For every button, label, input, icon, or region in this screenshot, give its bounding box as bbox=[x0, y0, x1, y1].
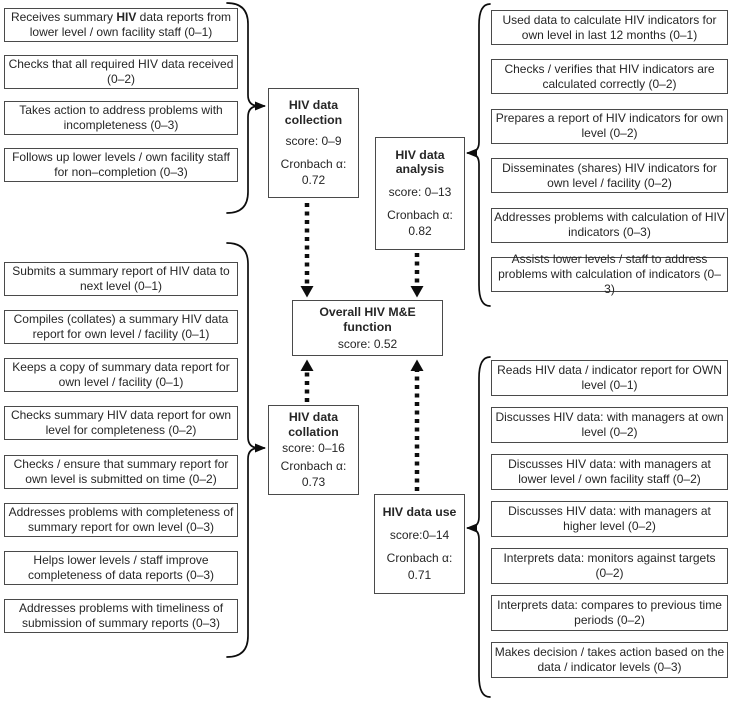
collation-item-7: Helps lower levels / staff improve compl… bbox=[4, 550, 238, 585]
hiv-data-use-box: HIV data use score:0–14 Cronbach α: 0.71 bbox=[374, 494, 465, 594]
use-items-group: Reads HIV data / indicator report for OW… bbox=[491, 360, 728, 678]
analysis-title: HIV data analysis bbox=[395, 147, 445, 177]
use-item-4: Discusses HIV data: with managers at hig… bbox=[491, 501, 728, 537]
overall-title: Overall HIV M&E function bbox=[319, 305, 416, 334]
collation-score: score: 0–16 bbox=[282, 441, 345, 456]
collection-cronbach: Cronbach α: 0.72 bbox=[281, 156, 347, 188]
analysis-items-group: Used data to calculate HIV indicators fo… bbox=[491, 10, 728, 296]
use-title: HIV data use bbox=[382, 505, 457, 520]
collection-score: score: 0–9 bbox=[285, 134, 342, 149]
collation-title: HIV data collation bbox=[288, 409, 339, 439]
collation-cronbach: Cronbach α: 0.73 bbox=[281, 458, 347, 490]
collation-item-5: Checks / ensure that summary report for … bbox=[4, 454, 238, 489]
analysis-item-1: Used data to calculate HIV indicators fo… bbox=[491, 10, 728, 45]
arrow-collection-to-overall bbox=[300, 203, 314, 298]
collation-item-4: Checks summary HIV data report for own l… bbox=[4, 406, 238, 441]
arrow-analysis-to-overall bbox=[410, 253, 424, 298]
overall-hiv-me-function-box: Overall HIV M&E function score: 0.52 bbox=[292, 300, 443, 356]
collection-item-1: Receives summary HIV data reports from l… bbox=[4, 8, 238, 42]
collection-cronbach-label: Cronbach α: bbox=[280, 156, 347, 171]
analysis-cronbach-label: Cronbach α: bbox=[387, 207, 453, 222]
collection-item-3: Takes action to address problems with in… bbox=[4, 101, 238, 136]
hiv-data-analysis-box: HIV data analysis score: 0–13 Cronbach α… bbox=[375, 137, 465, 250]
use-score: score:0–14 bbox=[389, 527, 450, 542]
use-cronbach: Cronbach α: 0.71 bbox=[387, 550, 453, 582]
hiv-data-collation-box: HIV data collation score: 0–16 Cronbach … bbox=[268, 405, 359, 495]
use-item-3: Discusses HIV data: with managers at low… bbox=[491, 454, 728, 490]
use-item-1: Reads HIV data / indicator report for OW… bbox=[491, 360, 728, 396]
use-item-6: Interprets data: compares to previous ti… bbox=[491, 595, 728, 631]
collation-cronbach-value: 0.73 bbox=[301, 474, 326, 489]
use-item-5: Interprets data: monitors against target… bbox=[491, 548, 728, 584]
analysis-item-6: Assists lower levels / staff to address … bbox=[491, 252, 728, 296]
analysis-item-2: Checks / verifies that HIV indicators ar… bbox=[491, 59, 728, 95]
collation-item-8: Addresses problems with timeliness of su… bbox=[4, 598, 238, 633]
use-cronbach-label: Cronbach α: bbox=[386, 551, 453, 566]
brace-use-group bbox=[467, 356, 491, 698]
use-cronbach-value: 0.71 bbox=[407, 567, 432, 582]
analysis-score: score: 0–13 bbox=[388, 184, 452, 199]
collation-item-3: Keeps a copy of summary data report for … bbox=[4, 358, 238, 393]
overall-score: score: 0.52 bbox=[337, 336, 398, 351]
use-item-2: Discusses HIV data: with managers at own… bbox=[491, 407, 728, 443]
collection-item-1-suffix: data reports from lower level / own faci… bbox=[29, 10, 232, 39]
collation-item-6: Addresses problems with completeness of … bbox=[4, 502, 238, 537]
collation-items-group: Submits a summary report of HIV data to … bbox=[4, 262, 238, 633]
use-item-7: Makes decision / takes action based on t… bbox=[491, 642, 728, 678]
brace-analysis-group bbox=[467, 3, 491, 307]
analysis-cronbach: Cronbach α: 0.82 bbox=[387, 207, 453, 239]
hiv-data-collection-box: HIV data collection score: 0–9 Cronbach … bbox=[268, 88, 359, 198]
analysis-cronbach-value: 0.82 bbox=[408, 224, 432, 239]
collection-item-1-bold: HIV bbox=[116, 10, 137, 24]
arrow-use-to-overall bbox=[410, 359, 424, 491]
analysis-item-5: Addresses problems with calculation of H… bbox=[491, 207, 728, 243]
collection-item-2: Checks that all required HIV data receiv… bbox=[4, 54, 238, 89]
collection-items-group: Receives summary HIV data reports from l… bbox=[4, 8, 238, 182]
analysis-item-4: Disseminates (shares) HIV indicators for… bbox=[491, 158, 728, 194]
collation-item-1: Submits a summary report of HIV data to … bbox=[4, 262, 238, 296]
collection-title: HIV data collection bbox=[284, 97, 343, 127]
collation-item-2: Compiles (collates) a summary HIV data r… bbox=[4, 310, 238, 345]
collection-item-1-prefix: Receives summary bbox=[10, 10, 117, 24]
arrow-collation-to-overall bbox=[300, 359, 314, 402]
collection-item-4: Follows up lower levels / own facility s… bbox=[4, 147, 238, 182]
analysis-item-3: Prepares a report of HIV indicators for … bbox=[491, 108, 728, 144]
collection-cronbach-value: 0.72 bbox=[301, 172, 326, 187]
collation-cronbach-label: Cronbach α: bbox=[280, 458, 347, 473]
